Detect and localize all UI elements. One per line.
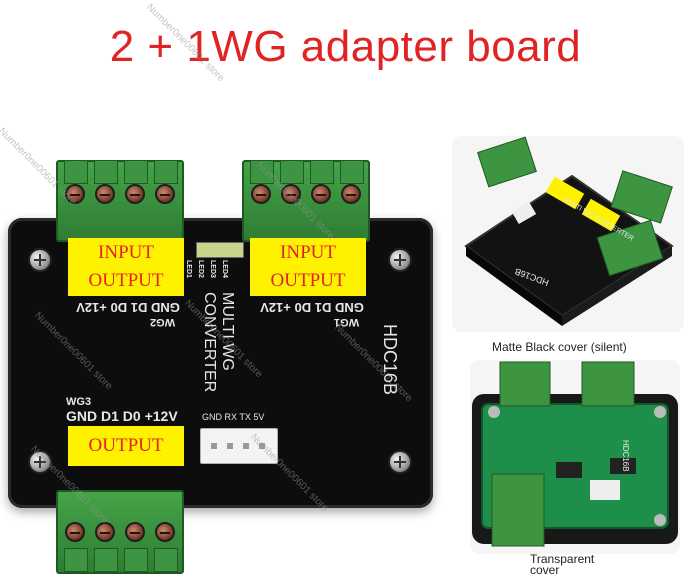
wg2-io-label: INPUT OUTPUT xyxy=(68,238,184,296)
wg1-output-text: OUTPUT xyxy=(270,270,346,291)
wg1-io-label: INPUT OUTPUT xyxy=(250,238,366,296)
terminal-screw-icon xyxy=(341,184,361,204)
bottom-photo-model: HDC16B xyxy=(621,440,630,472)
device-name-line2: CONVERTER xyxy=(201,292,218,393)
transparent-photo: HDC16B xyxy=(470,360,680,554)
wg2-pin-label: GND D1 D0 +12V xyxy=(76,300,180,315)
led-label: LED2 xyxy=(197,260,204,278)
wg2-name: WG2 xyxy=(150,316,176,328)
page-title: 2 + 1WG adapter board xyxy=(109,22,582,71)
screw-icon xyxy=(390,452,410,472)
led-label: LED1 xyxy=(185,260,192,278)
wg3-name: WG3 xyxy=(66,396,92,408)
terminal-screw-icon xyxy=(125,184,145,204)
led-label: LED3 xyxy=(209,260,216,278)
terminal-screw-icon xyxy=(251,184,271,204)
terminal-screw-icon xyxy=(95,184,115,204)
terminal-block-wg2 xyxy=(56,160,184,242)
terminal-screw-icon xyxy=(125,522,145,542)
terminal-screw-icon xyxy=(95,522,115,542)
terminal-screw-icon xyxy=(155,522,175,542)
wg2-output-text: OUTPUT xyxy=(88,270,164,291)
screw-icon xyxy=(390,250,410,270)
wg2-input-text: INPUT xyxy=(98,242,154,263)
led-label: LED4 xyxy=(221,260,228,278)
transparent-caption-line2: cover xyxy=(530,563,560,577)
serial-connector xyxy=(200,428,278,464)
matte-black-board-image xyxy=(464,136,674,326)
screw-icon xyxy=(30,452,50,472)
wg3-io-label: OUTPUT xyxy=(68,426,184,466)
matte-cover-caption: Matte Black cover (silent) xyxy=(492,340,627,354)
serial-pin-label: GND RX TX 5V xyxy=(202,412,265,422)
matte-black-photo: HDC16B MULTI WG CONVERTER xyxy=(452,136,684,332)
wg3-pin-label: GND D1 D0 +12V xyxy=(66,408,178,424)
screw-icon xyxy=(30,250,50,270)
terminal-block-wg1 xyxy=(242,160,370,242)
terminal-screw-icon xyxy=(65,184,85,204)
wg1-pin-label: GND D1 D0 +12V xyxy=(260,300,364,315)
terminal-screw-icon xyxy=(65,522,85,542)
wg1-input-text: INPUT xyxy=(280,242,336,263)
transparent-board-image xyxy=(472,361,678,547)
terminal-screw-icon xyxy=(281,184,301,204)
transparent-cover-caption: Transparent cover xyxy=(530,552,595,577)
terminal-screw-icon xyxy=(155,184,175,204)
led-window xyxy=(196,242,244,258)
transparent-caption-line1: Transparent xyxy=(530,552,595,566)
terminal-block-wg3 xyxy=(56,490,184,574)
terminal-screw-icon xyxy=(311,184,331,204)
wg3-output-text: OUTPUT xyxy=(88,435,164,456)
